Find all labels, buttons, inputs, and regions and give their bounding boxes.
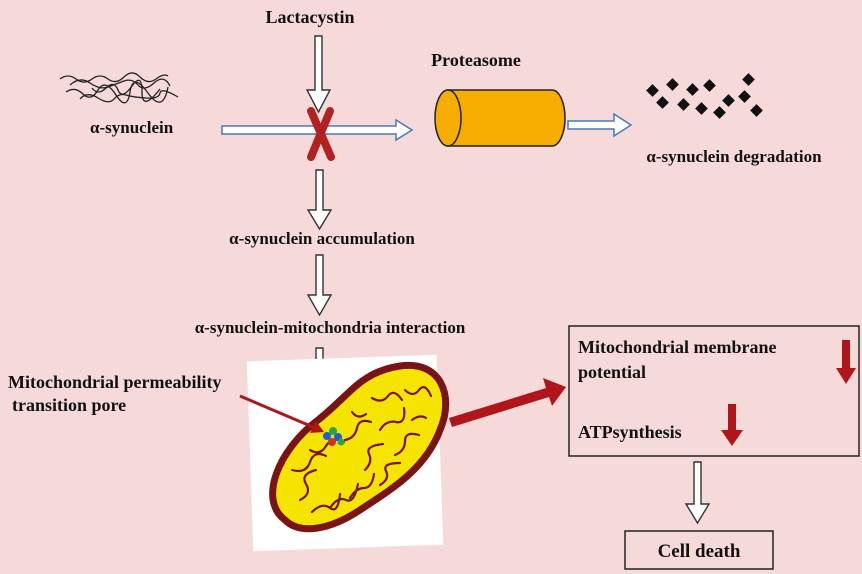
cell-death-box: Cell death	[624, 530, 774, 570]
degradation-label: α-synuclein degradation	[646, 147, 822, 166]
lactacystin-label: Lactacystin	[266, 7, 355, 27]
cell-death-label: Cell death	[658, 541, 741, 562]
atp-synthesis-label: ATPsynthesis	[578, 422, 682, 442]
mitochondrion-to-effects-arrow	[449, 378, 566, 427]
red-down-arrow-icon	[721, 404, 743, 446]
accumulation-label: α-synuclein accumulation	[229, 229, 415, 248]
red-down-arrow-icon	[836, 340, 856, 384]
mptp-label-line1: Mitochondrial permeability	[8, 372, 221, 392]
mitochondrion-image	[246, 354, 450, 552]
proteasome-to-degradation-arrow	[567, 112, 633, 138]
proteasome-label: Proteasome	[431, 50, 521, 70]
alpha-synuclein-label: α-synuclein	[90, 118, 174, 137]
mptp-pore-icon	[323, 427, 345, 446]
proteasome-cylinder-icon	[434, 89, 566, 147]
membrane-potential-line2: potential	[578, 362, 646, 382]
red-x-icon	[307, 107, 335, 161]
mitochondrial-effects-box: Mitochondrial membrane potential ATPsynt…	[568, 325, 860, 457]
accumulation-to-interaction-arrow	[306, 254, 333, 317]
interaction-label: α-synuclein-mitochondria interaction	[195, 318, 466, 337]
effects-to-cell-death-arrow	[684, 461, 711, 525]
alpha-synuclein-fibrils-icon	[59, 72, 179, 104]
mptp-pointer-arrow	[239, 394, 324, 433]
block-to-accumulation-arrow	[306, 169, 333, 231]
mptp-label-line2: transition pore	[12, 395, 126, 415]
lactacystin-down-arrow	[305, 35, 332, 114]
membrane-potential-line1: Mitochondrial membrane	[578, 337, 776, 357]
